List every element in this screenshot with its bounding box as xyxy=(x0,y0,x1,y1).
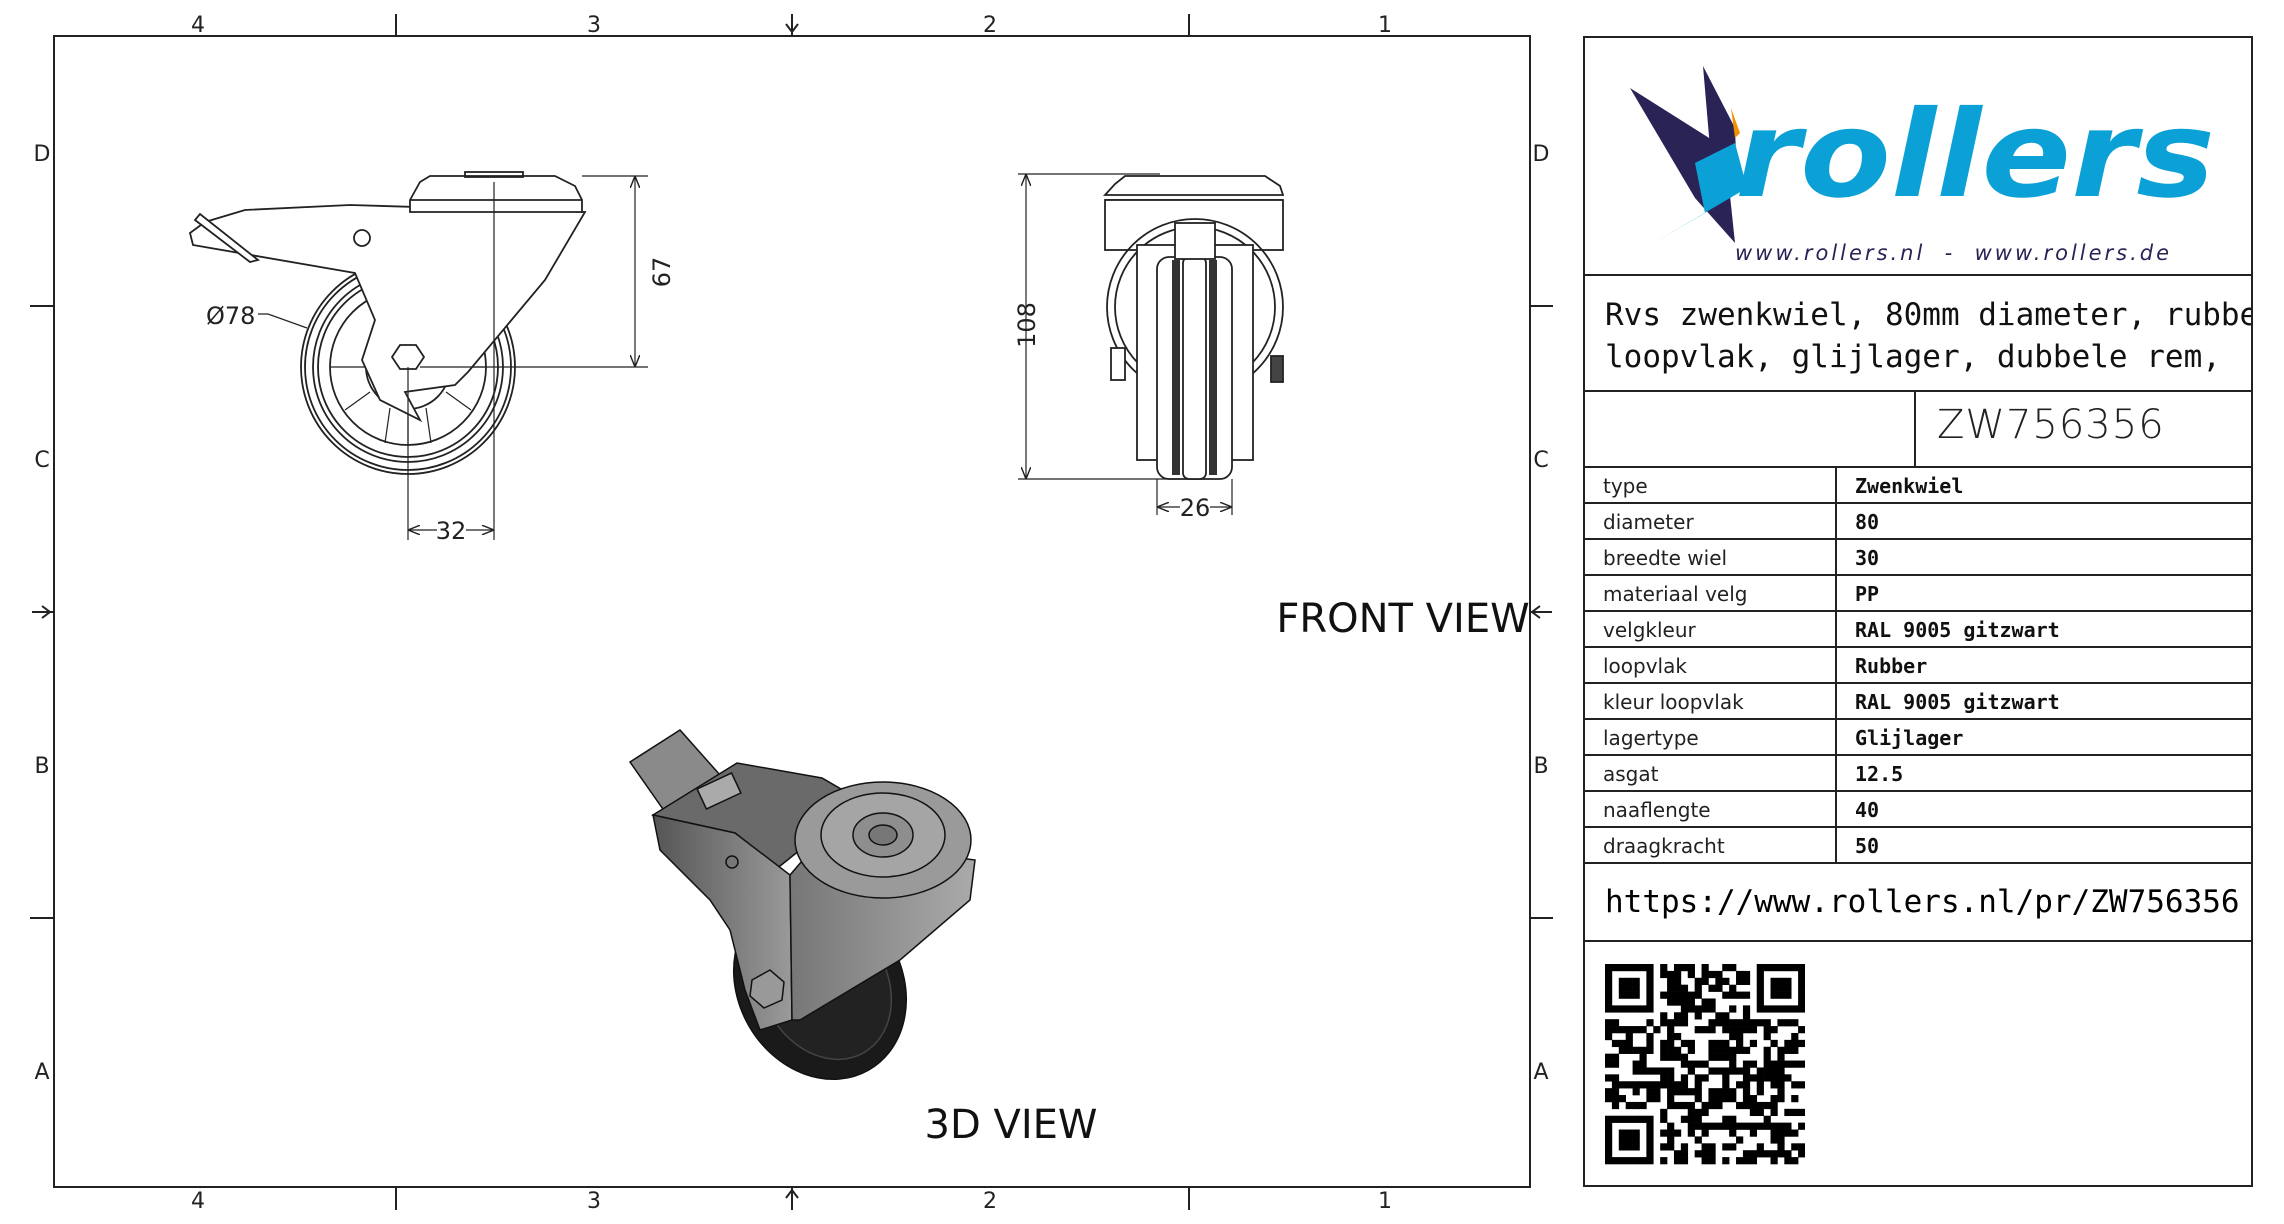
row-label: D xyxy=(34,142,51,167)
dimension-26: 26 xyxy=(1180,494,1211,522)
spec-row: materiaal velg PP xyxy=(1585,576,2251,612)
dimension-diameter: Ø78 xyxy=(206,302,255,330)
description-line: loopvlak, glijlager, dubbele rem, xyxy=(1605,339,2221,375)
spec-value: Zwenkwiel xyxy=(1855,474,1964,498)
spec-value: Glijlager xyxy=(1855,726,1964,750)
logo-sites: www.rollers.nl - www.rollers.de xyxy=(1735,241,2172,265)
description: Rvs zwenkwiel, 80mm diameter, rubber loo… xyxy=(1585,276,2251,392)
dimension-108: 108 xyxy=(1013,302,1041,348)
spec-row: kleur loopvlak RAL 9005 gitzwart xyxy=(1585,684,2251,720)
col-label: 2 xyxy=(983,13,997,38)
spec-value: 12.5 xyxy=(1855,762,1904,786)
rollers-logo: rollers www.rollers.nl - www.rollers.de xyxy=(1630,66,2215,265)
col-label: 1 xyxy=(1378,13,1392,38)
spec-row: diameter 80 xyxy=(1585,504,2251,540)
front-view-label: FRONT VIEW xyxy=(1276,596,1529,642)
spec-value: 50 xyxy=(1855,834,1880,858)
spec-value: RAL 9005 gitzwart xyxy=(1855,618,2060,642)
row-label: C xyxy=(1533,448,1548,473)
dimension-67: 67 xyxy=(648,257,676,288)
col-label: 4 xyxy=(191,1189,205,1214)
spec-row: breedte wiel 30 xyxy=(1585,540,2251,576)
row-label: B xyxy=(1533,754,1548,779)
col-label: 2 xyxy=(983,1189,997,1214)
side-view xyxy=(188,171,648,540)
col-label: 3 xyxy=(587,13,601,38)
qr-code xyxy=(1605,964,1805,1165)
spec-key: lagertype xyxy=(1603,726,1699,750)
col-label: 4 xyxy=(191,13,205,38)
spec-key: loopvlak xyxy=(1603,654,1687,678)
spec-key: kleur loopvlak xyxy=(1603,690,1744,714)
logo-area: rollers www.rollers.nl - www.rollers.de xyxy=(1585,38,2251,276)
spec-row: type Zwenkwiel xyxy=(1585,468,2251,504)
spec-key: naaflengte xyxy=(1603,798,1711,822)
spec-key: materiaal velg xyxy=(1603,582,1748,606)
part-number-row: ZW756356 xyxy=(1585,392,2251,468)
spec-row: loopvlak Rubber xyxy=(1585,648,2251,684)
spec-row: draagkracht 50 xyxy=(1585,828,2251,864)
row-label: A xyxy=(34,1060,49,1085)
iso-view xyxy=(628,729,976,1081)
spec-key: diameter xyxy=(1603,510,1694,534)
spec-key: draagkracht xyxy=(1603,834,1725,858)
grid-ticks xyxy=(30,14,1553,1210)
spec-value: Rubber xyxy=(1855,654,1928,678)
row-label: D xyxy=(1533,142,1550,167)
logo-wordmark: rollers xyxy=(1735,86,2215,225)
spec-row: naaflengte 40 xyxy=(1585,792,2251,828)
spec-value: RAL 9005 gitzwart xyxy=(1855,690,2060,714)
spec-key: velgkleur xyxy=(1603,618,1696,642)
row-label: B xyxy=(34,754,49,779)
spec-row: asgat 12.5 xyxy=(1585,756,2251,792)
spec-key: asgat xyxy=(1603,762,1659,786)
description-line: Rvs zwenkwiel, 80mm diameter, rubber xyxy=(1605,297,2251,333)
spec-key: breedte wiel xyxy=(1603,546,1728,570)
spec-value: PP xyxy=(1855,582,1880,606)
col-label: 3 xyxy=(587,1189,601,1214)
spec-value: 40 xyxy=(1855,798,1880,822)
spec-row: velgkleur RAL 9005 gitzwart xyxy=(1585,612,2251,648)
spec-value: 80 xyxy=(1855,510,1880,534)
title-block: rollers www.rollers.nl - www.rollers.de … xyxy=(1583,36,2253,1187)
product-url[interactable]: https://www.rollers.nl/pr/ZW756356 xyxy=(1585,864,2251,942)
dimension-32: 32 xyxy=(436,517,467,545)
row-label: A xyxy=(1533,1060,1548,1085)
spec-key: type xyxy=(1603,474,1648,498)
spec-value: 30 xyxy=(1855,546,1880,570)
front-view xyxy=(1018,173,1285,515)
part-number: ZW756356 xyxy=(1937,402,2165,448)
col-label: 1 xyxy=(1378,1189,1392,1214)
spec-row: lagertype Glijlager xyxy=(1585,720,2251,756)
row-label: C xyxy=(34,448,49,473)
3d-view-label: 3D VIEW xyxy=(925,1102,1098,1148)
